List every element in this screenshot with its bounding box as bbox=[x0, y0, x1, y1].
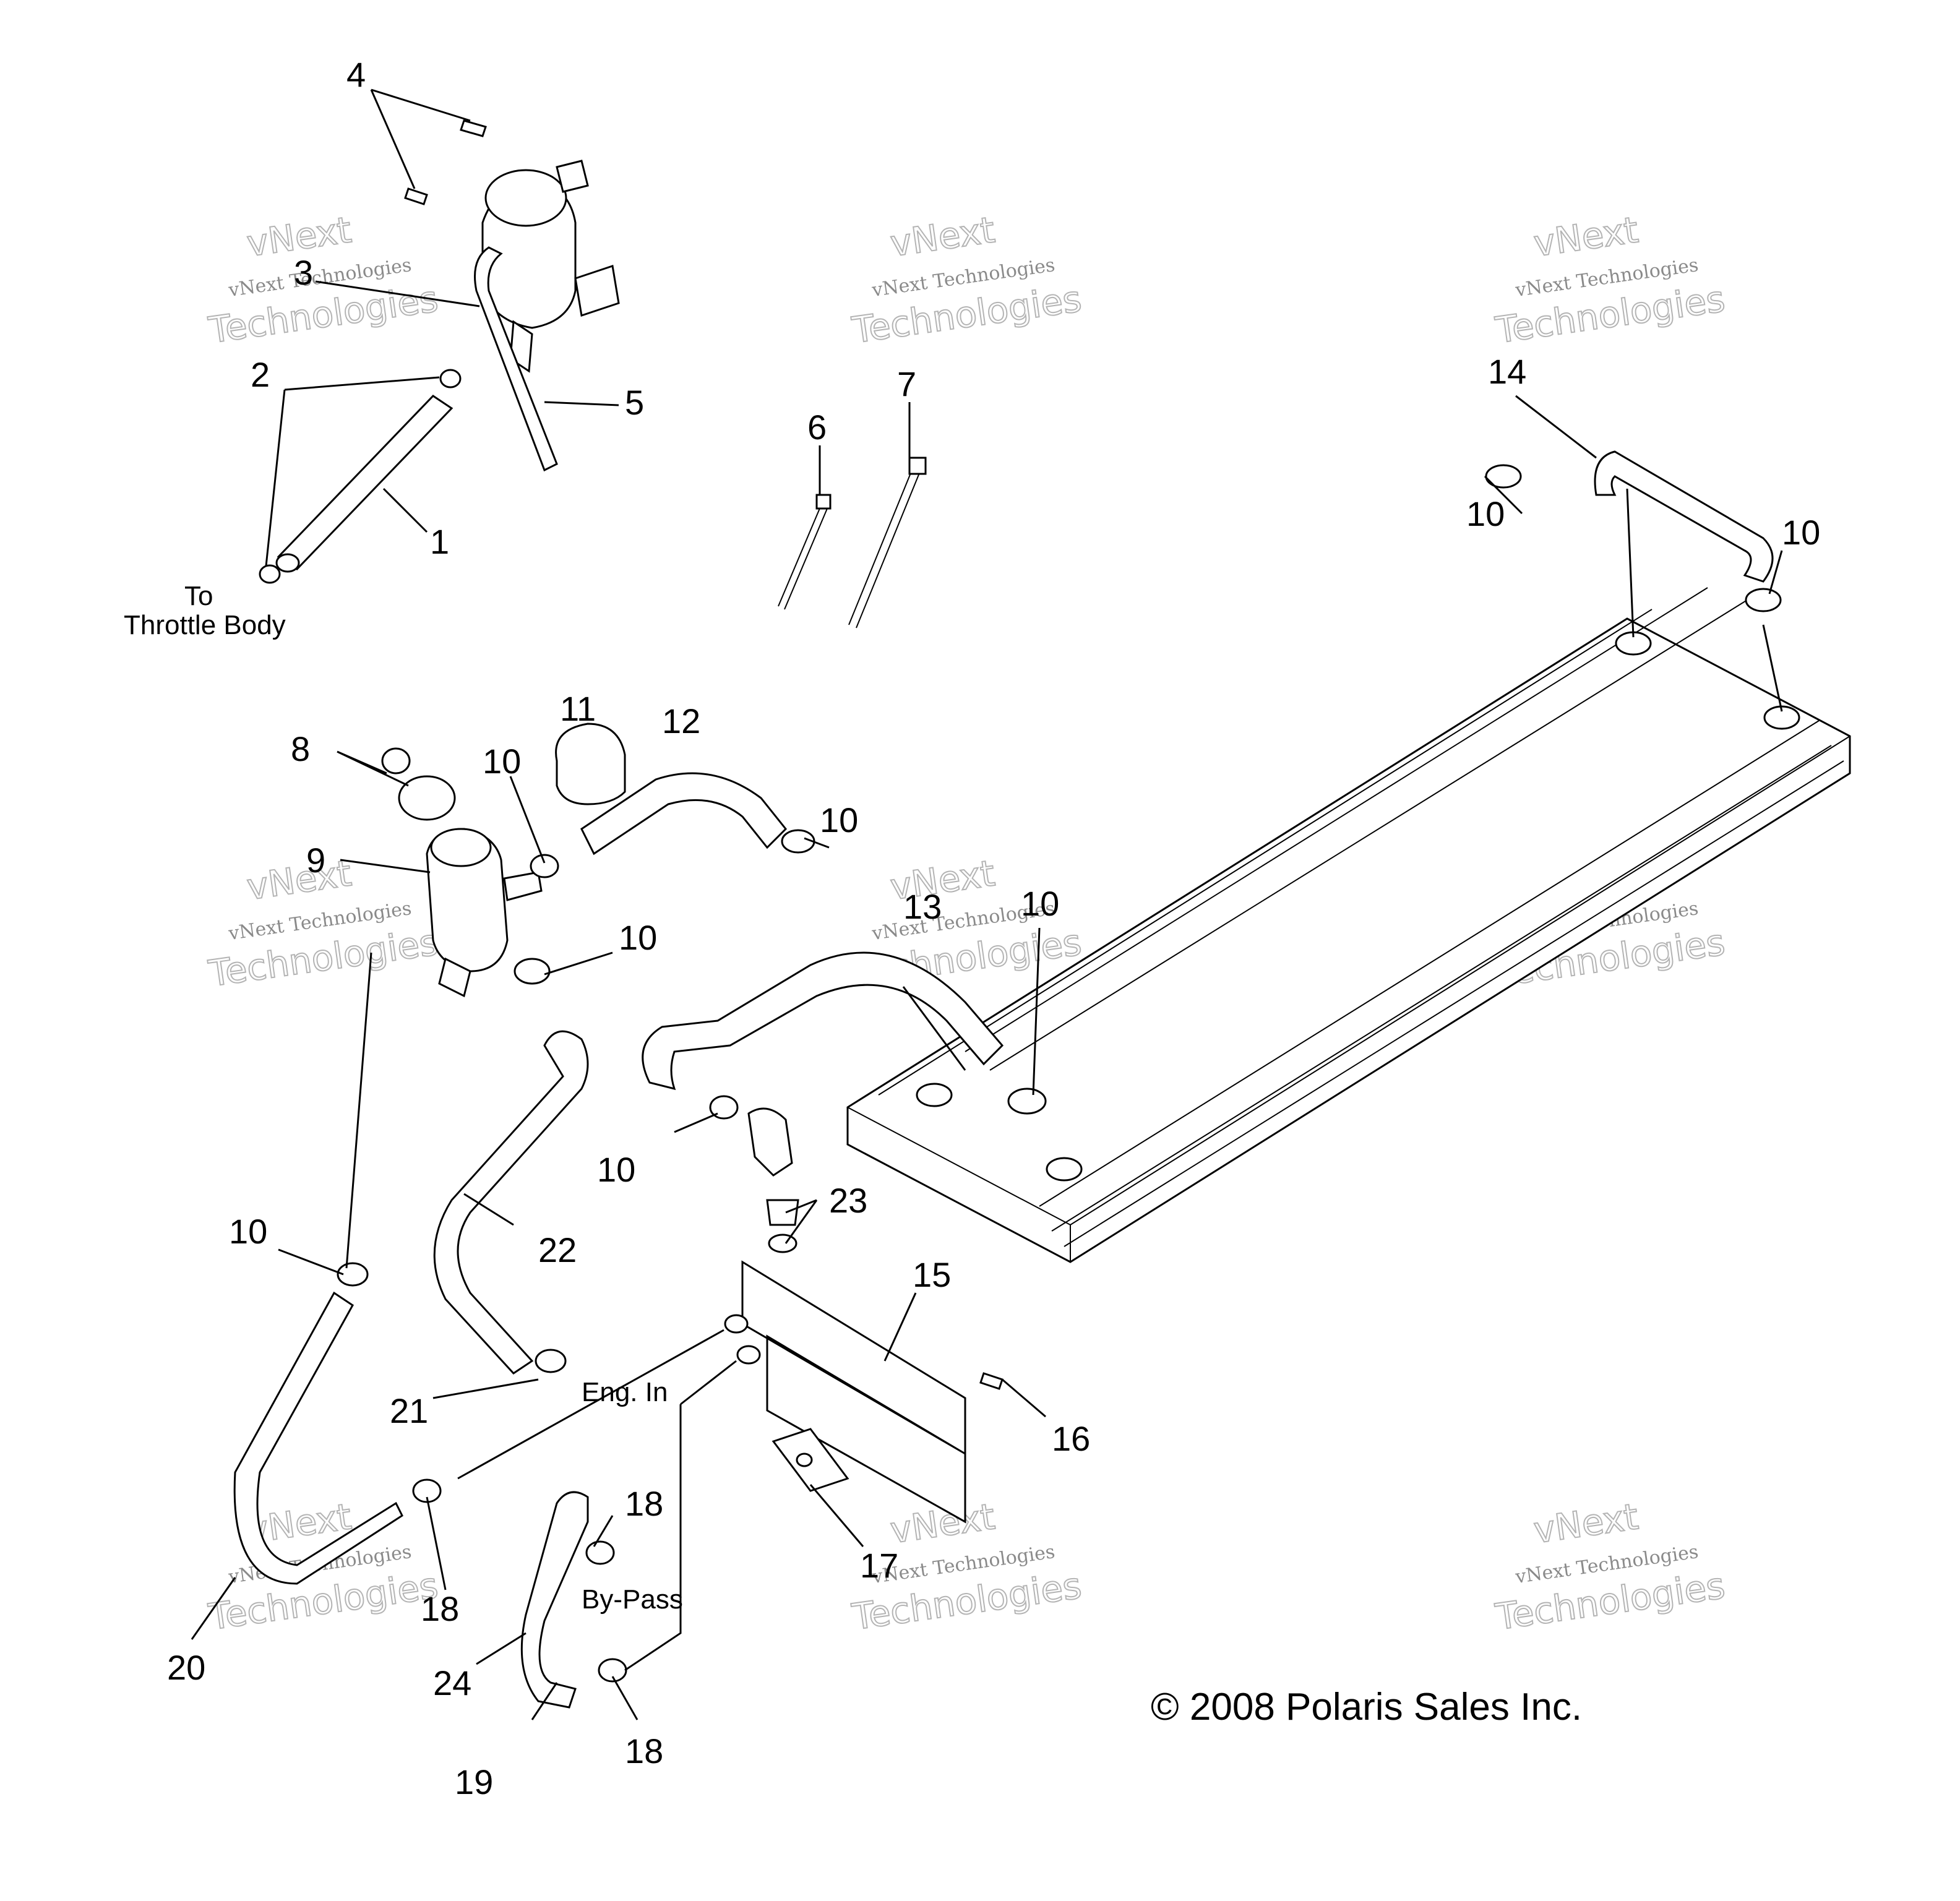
callout-10: 10 bbox=[597, 1150, 635, 1189]
watermark: vNext vNext Technologies Technologies bbox=[205, 208, 441, 352]
bolt-part-16 bbox=[979, 1372, 1004, 1390]
cooler-part-15 bbox=[724, 1260, 966, 1524]
reservoir-bottle-upper bbox=[481, 160, 620, 373]
callout-10: 10 bbox=[1782, 513, 1820, 552]
clamp-part-2-lower bbox=[259, 564, 281, 584]
cap-part-8 bbox=[381, 747, 456, 821]
svg-text:vNext: vNext bbox=[888, 208, 997, 265]
watermark: vNext vNext Technologies Technologies bbox=[1492, 208, 1728, 352]
clamp-part-10-b bbox=[1745, 588, 1782, 612]
hose-part-13 bbox=[642, 951, 1004, 1091]
screw-part-4-b bbox=[404, 187, 428, 205]
callout-10: 10 bbox=[1466, 494, 1505, 533]
hose-part-12 bbox=[580, 772, 788, 856]
callout-labels: 4 3 2 5 1 6 7 14 10 10 8 11 12 10 10 9 1… bbox=[167, 55, 1820, 1801]
callout-18: 18 bbox=[625, 1484, 663, 1523]
callout-2: 2 bbox=[251, 355, 270, 394]
callout-23: 23 bbox=[829, 1181, 867, 1220]
leader-lines bbox=[191, 88, 1783, 1720]
callout-11: 11 bbox=[560, 689, 596, 728]
hose-part-19 bbox=[520, 1491, 589, 1709]
callout-3: 3 bbox=[294, 253, 313, 292]
note-by-pass: By-Pass bbox=[582, 1584, 683, 1615]
clamp-part-21 bbox=[535, 1349, 567, 1373]
callout-17: 17 bbox=[860, 1546, 898, 1585]
clamp-part-18-a bbox=[412, 1478, 442, 1503]
clamp-part-10-f bbox=[1007, 1088, 1047, 1115]
callout-13: 13 bbox=[903, 887, 942, 926]
callout-4: 4 bbox=[346, 55, 366, 94]
note-throttle-body: Throttle Body bbox=[124, 610, 286, 640]
callout-19: 19 bbox=[455, 1762, 493, 1801]
clamp-part-10-c bbox=[530, 854, 559, 878]
callout-8: 8 bbox=[291, 729, 310, 768]
clamp-part-10-a bbox=[1485, 464, 1522, 489]
callout-12: 12 bbox=[662, 702, 700, 740]
callout-5: 5 bbox=[625, 383, 644, 422]
callout-10: 10 bbox=[229, 1212, 267, 1251]
thermostat-housing bbox=[747, 1107, 793, 1177]
cable-tie-part-7 bbox=[848, 457, 927, 629]
hose-part-11 bbox=[555, 723, 626, 805]
hose-part-14 bbox=[1594, 450, 1774, 583]
watermark: vNext vNext Technologies Technologies bbox=[849, 208, 1085, 352]
cable-tie-part-6 bbox=[778, 494, 832, 610]
spacer-part-17 bbox=[772, 1428, 849, 1492]
thermostat-part-23 bbox=[766, 1199, 799, 1253]
callout-9: 9 bbox=[306, 841, 325, 880]
callout-22: 22 bbox=[538, 1230, 577, 1269]
clamp-part-10-d bbox=[781, 829, 815, 854]
vent-hose-part-5 bbox=[474, 246, 558, 472]
hose-part-22 bbox=[433, 1030, 589, 1375]
reservoir-bottle-part-9 bbox=[426, 828, 543, 998]
watermark: vNext vNext Technologies Technologies bbox=[1492, 1495, 1728, 1639]
svg-text:vNext: vNext bbox=[1531, 1495, 1641, 1551]
callout-10: 10 bbox=[820, 800, 858, 839]
clamp-part-10-e bbox=[514, 958, 551, 985]
callout-10: 10 bbox=[483, 742, 521, 781]
callout-7: 7 bbox=[897, 364, 916, 403]
callout-18: 18 bbox=[421, 1589, 459, 1628]
callout-10: 10 bbox=[619, 918, 657, 957]
annotations: To Throttle Body Eng. In By-Pass bbox=[124, 581, 683, 1615]
clamp-part-2-upper bbox=[439, 369, 462, 388]
callout-14: 14 bbox=[1488, 352, 1526, 391]
hose-part-1 bbox=[275, 395, 453, 573]
callout-1: 1 bbox=[430, 522, 449, 561]
callout-16: 16 bbox=[1052, 1419, 1090, 1458]
note-to: To bbox=[184, 581, 213, 611]
callout-6: 6 bbox=[807, 408, 827, 447]
callout-10: 10 bbox=[1021, 884, 1059, 923]
hose-part-20 bbox=[233, 1291, 403, 1585]
callout-18: 18 bbox=[625, 1731, 663, 1770]
note-eng-in: Eng. In bbox=[582, 1377, 668, 1407]
screw-part-4-a bbox=[460, 119, 487, 137]
svg-text:vNext: vNext bbox=[244, 852, 354, 908]
callout-20: 20 bbox=[167, 1648, 205, 1687]
callout-21: 21 bbox=[390, 1391, 428, 1430]
clamp-part-18-b bbox=[585, 1540, 615, 1565]
svg-text:vNext: vNext bbox=[1531, 208, 1641, 265]
callout-15: 15 bbox=[913, 1255, 951, 1294]
clamp-part-10-h bbox=[337, 1262, 369, 1287]
heat-exchanger-tunnel bbox=[846, 587, 1851, 1263]
copyright: © 2008 Polaris Sales Inc. bbox=[1151, 1686, 1582, 1728]
callout-24: 24 bbox=[433, 1663, 471, 1702]
